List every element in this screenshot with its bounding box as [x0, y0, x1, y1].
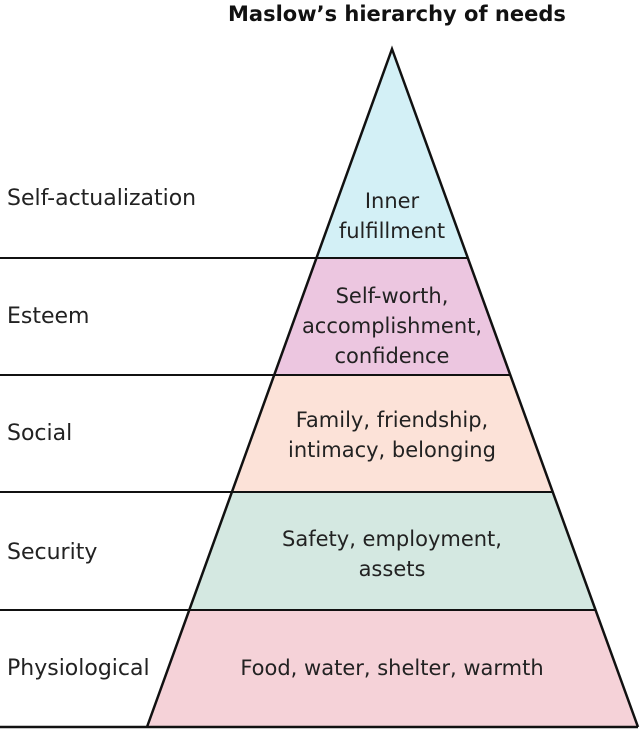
pyramid-outline — [145, 45, 640, 728]
tier-text-social: Family, friendship, intimacy, belonging — [262, 405, 522, 465]
need-line: accomplishment, — [301, 314, 483, 338]
tier-text-physiological: Food, water, shelter, warmth — [212, 653, 572, 683]
diagram-title: Maslow’s hierarchy of needs — [228, 2, 566, 26]
need-line: Family, friendship, — [295, 408, 489, 432]
tier-text-self-actualization: Inner fulfillment — [292, 186, 492, 246]
need-line: confidence — [334, 344, 450, 368]
tier-fill-security — [190, 492, 595, 610]
need-line: Self-worth, — [335, 284, 449, 308]
level-label-esteem: Esteem — [7, 304, 90, 329]
tier-fill-self-actualization — [316, 49, 468, 258]
level-label-security: Security — [7, 540, 98, 565]
need-line: intimacy, belonging — [288, 438, 496, 462]
tier-text-security: Safety, employment, assets — [242, 524, 542, 584]
level-label-social: Social — [7, 421, 73, 446]
need-line: Safety, employment, — [282, 527, 502, 551]
tier-fill-esteem — [274, 258, 510, 375]
tier-text-esteem: Self-worth, accomplishment, confidence — [272, 281, 512, 371]
need-line: Food, water, shelter, warmth — [240, 656, 544, 680]
tier-fill-social — [232, 375, 552, 492]
need-line: Inner — [364, 189, 420, 213]
need-line: fulfillment — [338, 219, 446, 243]
level-label-self-actualization: Self-actualization — [7, 186, 197, 211]
level-label-physiological: Physiological — [7, 656, 150, 681]
tier-fill-physiological — [147, 610, 638, 727]
need-line: assets — [358, 557, 426, 581]
